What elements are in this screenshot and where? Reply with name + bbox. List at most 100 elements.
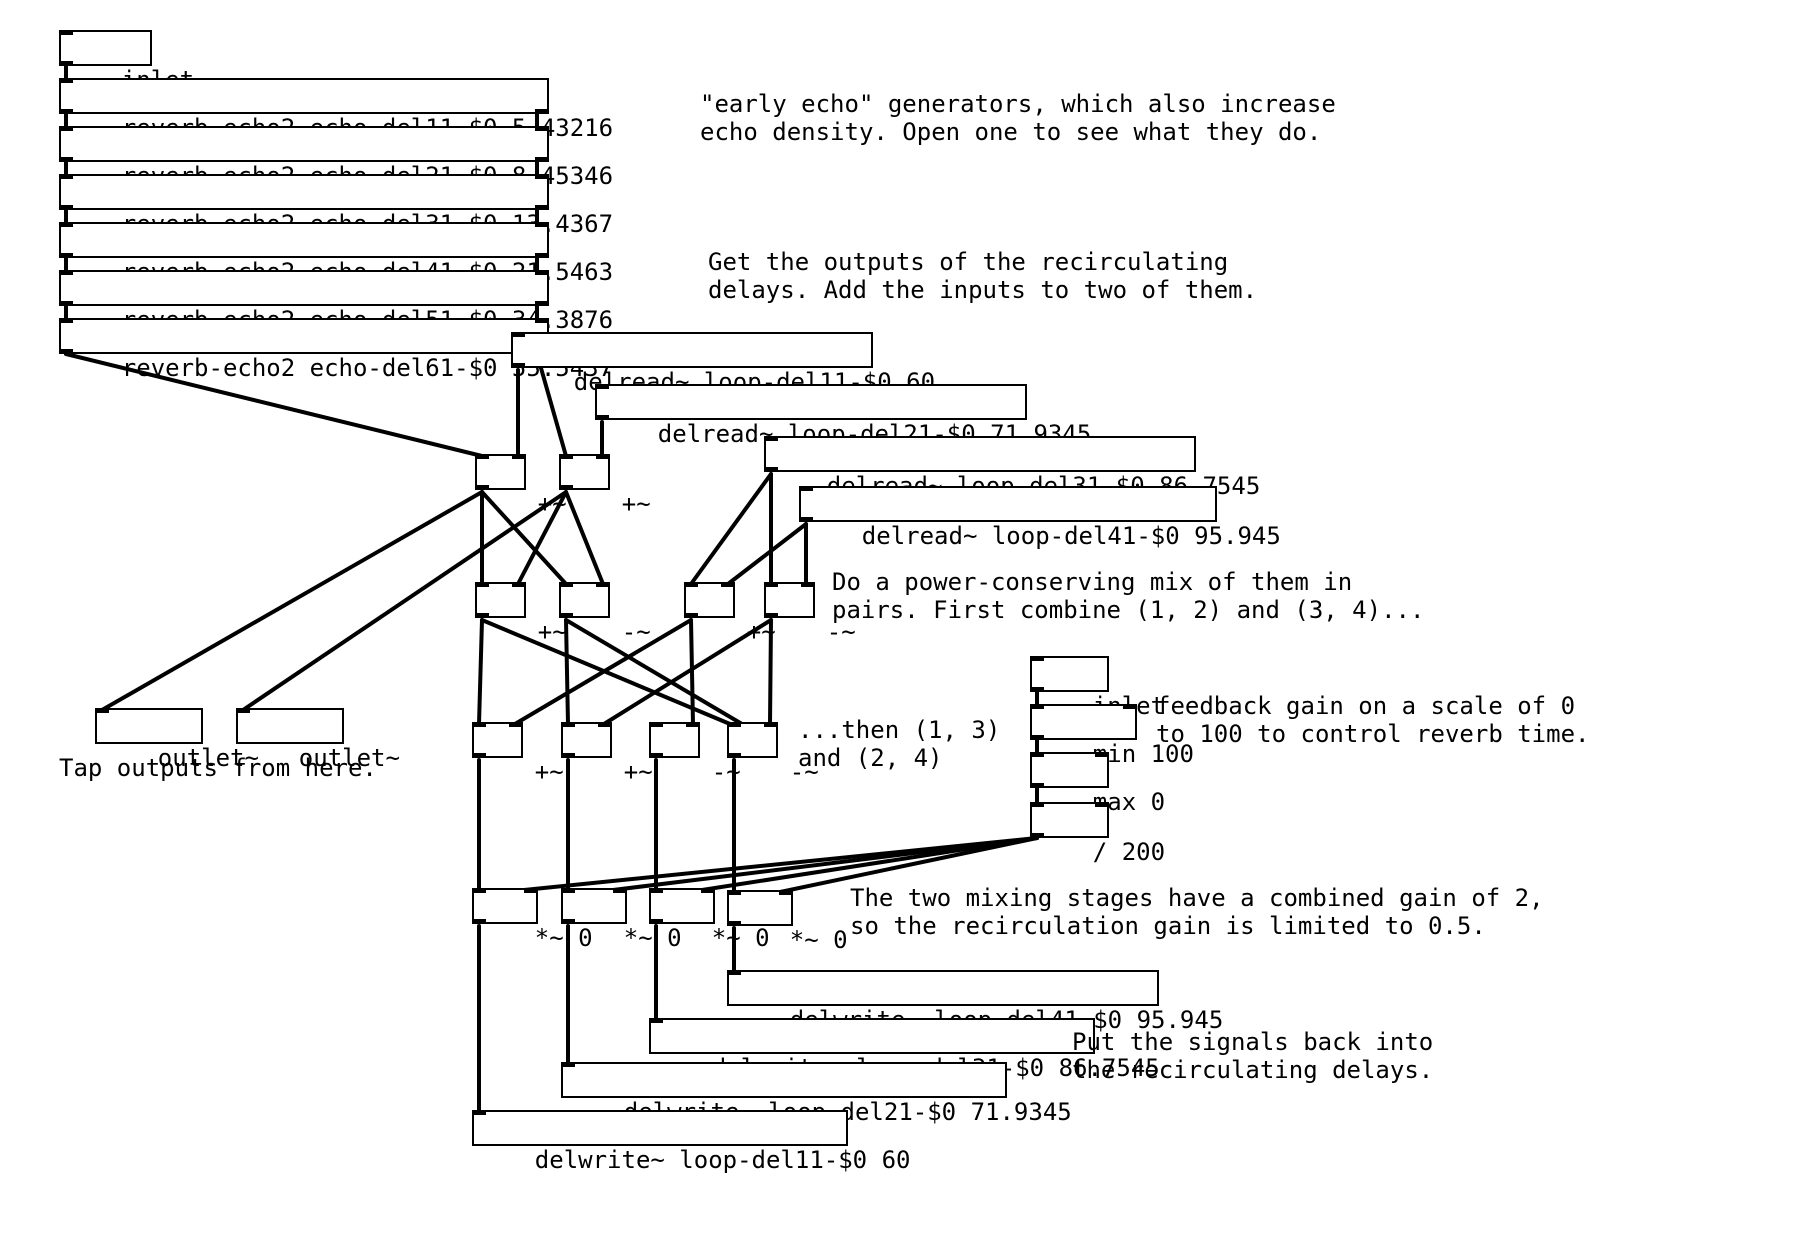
outlet-port[interactable] — [61, 349, 73, 354]
inlet-port[interactable] — [779, 890, 791, 895]
outlet-port[interactable] — [766, 613, 778, 618]
inlet-port[interactable] — [238, 708, 250, 713]
inlet-port[interactable] — [1032, 656, 1044, 661]
inlet-port[interactable] — [598, 722, 610, 727]
inlet-port[interactable] — [509, 722, 521, 727]
inlet-port[interactable] — [766, 582, 778, 587]
echo-generator-5[interactable]: reverb-echo2 echo-del51-$0 34.3876 — [59, 270, 613, 334]
inlet-port[interactable] — [61, 270, 73, 275]
inlet-port[interactable] — [801, 582, 813, 587]
mix-add-object[interactable]: +~ — [472, 722, 564, 786]
max-object[interactable]: max 0 — [1030, 752, 1165, 816]
inlet-port[interactable] — [535, 318, 547, 323]
add-signal-object[interactable]: +~ — [475, 454, 567, 518]
outlet-port[interactable] — [597, 415, 609, 420]
delwrite-object-3[interactable]: delwrite~ loop-del31-$0 86.7545 — [649, 1018, 1160, 1082]
outlet-port[interactable] — [766, 467, 778, 472]
outlet-port[interactable] — [801, 517, 813, 522]
outlet-port[interactable] — [474, 919, 486, 924]
outlet-port[interactable] — [535, 157, 547, 162]
inlet-port[interactable] — [596, 454, 608, 459]
inlet-port[interactable] — [61, 318, 73, 323]
inlet-signal-object[interactable]: inlet~ — [59, 30, 209, 94]
inlet-port[interactable] — [61, 30, 73, 35]
outlet-port[interactable] — [61, 253, 73, 258]
inlet-port[interactable] — [721, 582, 733, 587]
delread-object-4[interactable]: delread~ loop-del41-$0 95.945 — [799, 486, 1281, 550]
echo-generator-3[interactable]: reverb-echo2 echo-del31-$0 13.4367 — [59, 174, 613, 238]
outlet-port[interactable] — [1032, 783, 1044, 788]
inlet-port[interactable] — [563, 1062, 575, 1067]
inlet-port[interactable] — [563, 888, 575, 893]
outlet-port[interactable] — [535, 253, 547, 258]
inlet-port[interactable] — [686, 582, 698, 587]
inlet-port[interactable] — [766, 436, 778, 441]
add-signal-object[interactable]: +~ — [559, 454, 651, 518]
delread-object-2[interactable]: delread~ loop-del21-$0 71.9345 — [595, 384, 1091, 448]
inlet-port[interactable] — [1032, 704, 1044, 709]
inlet-port[interactable] — [561, 582, 573, 587]
inlet-port[interactable] — [61, 78, 73, 83]
multiply-signal-object[interactable]: *~ 0 — [649, 888, 770, 952]
outlet-port[interactable] — [61, 61, 73, 66]
mix-subtract-object[interactable]: -~ — [727, 722, 819, 786]
outlet-signal-object[interactable]: outlet~ — [95, 708, 259, 772]
multiply-signal-object[interactable]: *~ 0 — [727, 890, 848, 954]
inlet-port[interactable] — [61, 174, 73, 179]
inlet-port[interactable] — [477, 582, 489, 587]
inlet-port[interactable] — [61, 126, 73, 131]
inlet-port[interactable] — [597, 384, 609, 389]
outlet-port[interactable] — [474, 753, 486, 758]
inlet-port[interactable] — [801, 486, 813, 491]
outlet-port[interactable] — [61, 301, 73, 306]
outlet-port[interactable] — [729, 753, 741, 758]
inlet-port[interactable] — [535, 174, 547, 179]
outlet-port[interactable] — [1032, 735, 1044, 740]
outlet-port[interactable] — [563, 753, 575, 758]
inlet-port[interactable] — [651, 888, 663, 893]
inlet-port[interactable] — [651, 722, 663, 727]
outlet-port[interactable] — [535, 109, 547, 114]
inlet-port[interactable] — [563, 722, 575, 727]
outlet-port[interactable] — [651, 919, 663, 924]
inlet-port[interactable] — [613, 888, 625, 893]
inlet-port[interactable] — [535, 222, 547, 227]
inlet-port[interactable] — [1095, 802, 1107, 807]
echo-generator-2[interactable]: reverb-echo2 echo-del21-$0 8.45346 — [59, 126, 613, 190]
inlet-port[interactable] — [561, 454, 573, 459]
outlet-port[interactable] — [686, 613, 698, 618]
inlet-port[interactable] — [513, 332, 525, 337]
outlet-port[interactable] — [1032, 687, 1044, 692]
outlet-port[interactable] — [61, 109, 73, 114]
inlet-port[interactable] — [729, 890, 741, 895]
divide-object[interactable]: / 200 — [1030, 802, 1165, 866]
delwrite-object-2[interactable]: delwrite~ loop-del21-$0 71.9345 — [561, 1062, 1072, 1126]
inlet-port[interactable] — [524, 888, 536, 893]
outlet-port[interactable] — [563, 919, 575, 924]
inlet-port[interactable] — [729, 722, 741, 727]
delread-object-1[interactable]: delread~ loop-del11-$0 60 — [511, 332, 935, 396]
inlet-port[interactable] — [512, 582, 524, 587]
inlet-port[interactable] — [729, 970, 741, 975]
mix-subtract-object[interactable]: -~ — [649, 722, 741, 786]
outlet-port[interactable] — [513, 363, 525, 368]
outlet-port[interactable] — [477, 485, 489, 490]
inlet-port[interactable] — [474, 888, 486, 893]
outlet-port[interactable] — [61, 205, 73, 210]
inlet-port[interactable] — [1032, 802, 1044, 807]
mix-subtract-object[interactable]: -~ — [764, 582, 856, 646]
inlet-port[interactable] — [535, 270, 547, 275]
inlet-port[interactable] — [1095, 752, 1107, 757]
outlet-port[interactable] — [535, 205, 547, 210]
inlet-port[interactable] — [1123, 704, 1135, 709]
outlet-signal-object[interactable]: outlet~ — [236, 708, 400, 772]
inlet-port[interactable] — [686, 722, 698, 727]
multiply-signal-object[interactable]: *~ 0 — [472, 888, 593, 952]
inlet-port[interactable] — [651, 1018, 663, 1023]
min-object[interactable]: min 100 — [1030, 704, 1194, 768]
mix-add-object[interactable]: +~ — [561, 722, 653, 786]
inlet-port[interactable] — [97, 708, 109, 713]
inlet-port[interactable] — [535, 126, 547, 131]
echo-generator-4[interactable]: reverb-echo2 echo-del41-$0 21.5463 — [59, 222, 613, 286]
outlet-port[interactable] — [561, 485, 573, 490]
